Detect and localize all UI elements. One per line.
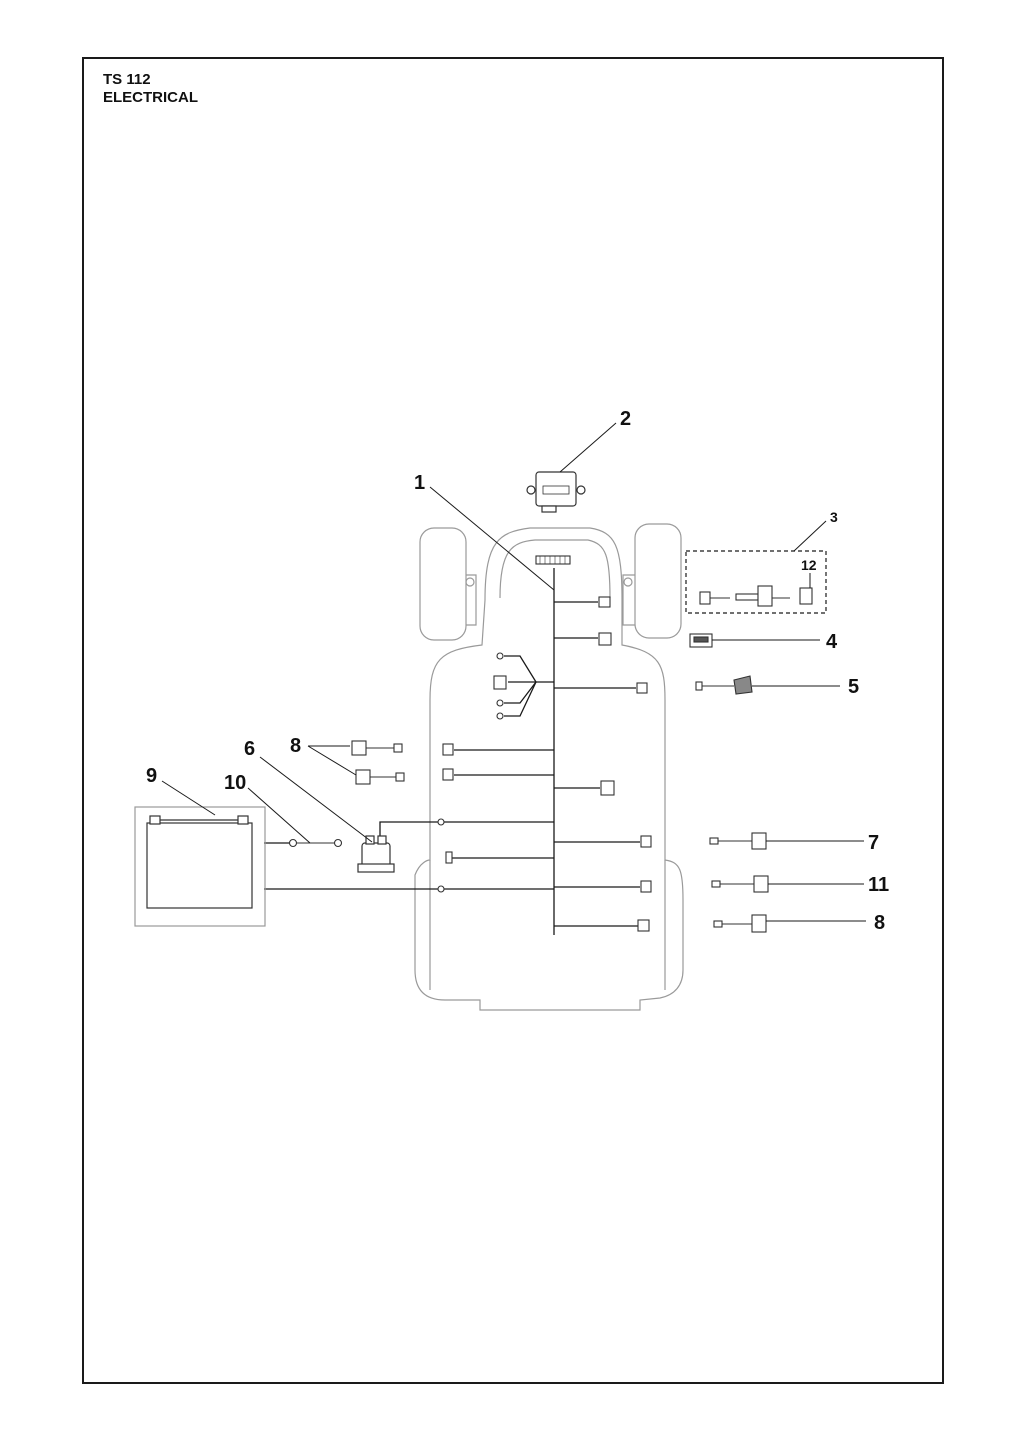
callout-9: 9 (146, 765, 157, 787)
page-frame (82, 57, 944, 1384)
part-3-ignition-kit (685, 550, 827, 614)
part-10-battery-cable (288, 838, 343, 848)
part-6-solenoid (357, 835, 395, 873)
part-7-switch-lead (709, 832, 767, 850)
callouts: 1 2 3 12 4 5 7 11 8 8 6 9 10 (146, 408, 889, 934)
callout-6: 6 (244, 738, 255, 760)
part-2-control-module (526, 471, 586, 513)
part-9-battery (134, 806, 266, 927)
connector-e (640, 835, 652, 848)
connector-a (598, 596, 611, 608)
connector-main-multipin (535, 555, 571, 565)
connector-d (600, 780, 615, 796)
ground-terminal-b (437, 885, 445, 893)
callout-3: 3 (830, 509, 838, 525)
connector-g (637, 919, 650, 932)
main-harness (264, 568, 640, 935)
front-wheel-left (419, 527, 467, 641)
part-5-switch (695, 675, 753, 695)
part-11-switch-lead (711, 875, 769, 893)
front-wheel-right (634, 523, 682, 639)
callout-7: 7 (868, 832, 879, 854)
callout-10: 10 (224, 772, 246, 794)
part-8-switch-leads-left (351, 740, 405, 785)
connector-f (640, 880, 652, 893)
connector-j (445, 851, 453, 864)
callout-8-left: 8 (290, 735, 301, 757)
tractor-outline (414, 523, 684, 1011)
tractor-body (414, 527, 684, 1011)
harness-connectors (437, 555, 652, 932)
connector-i (442, 768, 454, 781)
axle-bracket-right (622, 574, 635, 626)
callout-12: 12 (801, 557, 817, 573)
connector-b (598, 632, 612, 646)
axle-bracket-left (466, 574, 477, 626)
section-title: ELECTRICAL (103, 89, 198, 106)
callout-11: 11 (868, 874, 889, 896)
connector-h (442, 743, 454, 756)
ground-terminal-a (437, 818, 445, 826)
connector-ignition (493, 675, 507, 690)
page-header: TS 112 ELECTRICAL (103, 71, 198, 107)
model-title: TS 112 (103, 71, 151, 88)
callout-2: 2 (620, 408, 631, 430)
connector-c (636, 682, 648, 694)
hood-inner (499, 539, 611, 599)
part-12-key (799, 587, 813, 605)
callout-1: 1 (414, 472, 425, 494)
part-8-switch-lead-right (713, 914, 767, 933)
callout-5: 5 (848, 676, 859, 698)
callout-4: 4 (826, 631, 838, 653)
part-4-relay (689, 633, 713, 648)
leader-lines (161, 422, 866, 922)
callout-8-right: 8 (874, 912, 885, 934)
